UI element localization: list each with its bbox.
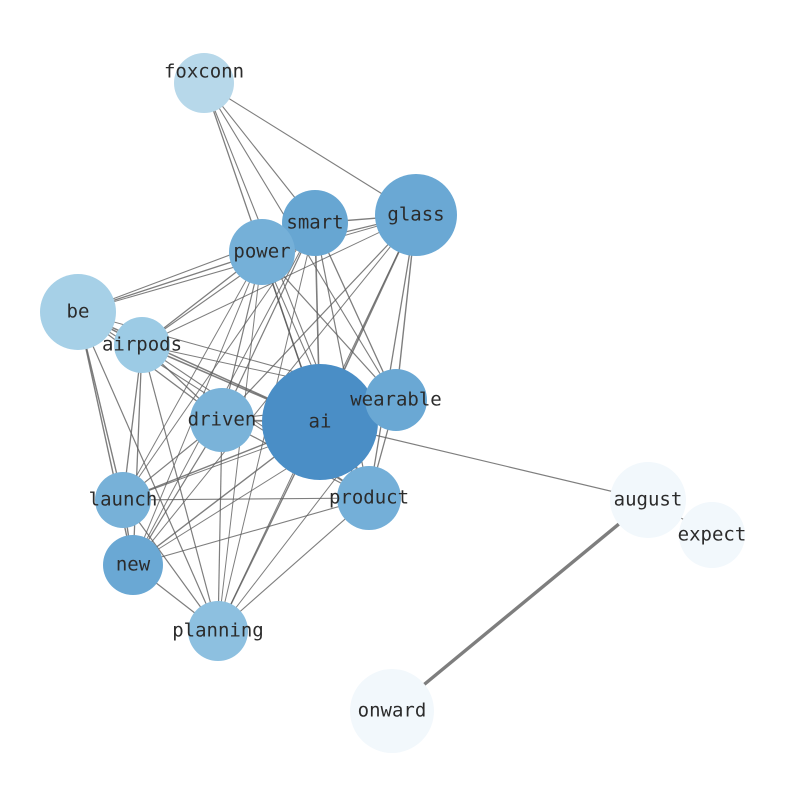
graph-edge xyxy=(217,497,370,632)
graph-edge xyxy=(203,82,417,216)
graph-node-label-ai: ai xyxy=(309,411,332,433)
labels-layer: foxconn glass smart power be airpods ai wearabl… xyxy=(67,61,747,722)
graph-edge xyxy=(261,251,397,401)
graph-node-onward[interactable] xyxy=(350,669,434,753)
graph-edge xyxy=(221,222,316,421)
graph-node-label-foxconn: foxconn xyxy=(164,61,244,83)
graph-node-glass[interactable] xyxy=(375,174,457,256)
graph-edge xyxy=(221,214,417,421)
graph-edge xyxy=(132,497,370,566)
graph-node-foxconn[interactable] xyxy=(174,53,234,113)
graph-edge xyxy=(77,311,219,632)
graph-node-product[interactable] xyxy=(337,466,401,530)
graph-node-label-driven: driven xyxy=(188,409,257,431)
graph-node-label-expect: expect xyxy=(678,524,747,546)
graph-node-label-launch: launch xyxy=(89,489,158,511)
graph-node-label-wearable: wearable xyxy=(350,389,442,411)
graph-node-label-airpods: airpods xyxy=(102,334,182,356)
graph-node-label-planning: planning xyxy=(172,620,264,642)
nodes-layer xyxy=(40,53,745,753)
graph-node-label-be: be xyxy=(67,301,90,323)
graph-node-driven[interactable] xyxy=(190,388,254,452)
graph-node-power[interactable] xyxy=(229,219,295,285)
graph-edge xyxy=(132,344,143,566)
graph-node-ai[interactable] xyxy=(262,364,378,480)
graph-node-label-power: power xyxy=(233,241,290,263)
graph-node-label-smart: smart xyxy=(286,212,343,234)
graph-node-label-new: new xyxy=(116,554,151,576)
graph-edge xyxy=(122,251,263,501)
graph-node-label-glass: glass xyxy=(387,204,444,226)
graph-node-new[interactable] xyxy=(103,535,163,595)
graph-node-august[interactable] xyxy=(610,462,686,538)
graph-node-label-onward: onward xyxy=(358,700,427,722)
graph-node-expect[interactable] xyxy=(679,502,745,568)
graph-edge xyxy=(368,214,417,499)
graph-edge xyxy=(217,419,223,632)
graph-node-label-product: product xyxy=(329,487,409,509)
graph-edge xyxy=(390,498,650,713)
graph-node-label-august: august xyxy=(614,489,683,511)
graph-node-planning[interactable] xyxy=(188,601,248,661)
graph-node-launch[interactable] xyxy=(95,472,151,528)
graph-node-airpods[interactable] xyxy=(114,317,170,373)
graph-edge xyxy=(122,497,370,501)
graph-node-wearable[interactable] xyxy=(365,369,427,431)
graph-node-smart[interactable] xyxy=(282,190,348,256)
graph-node-be[interactable] xyxy=(40,274,116,350)
